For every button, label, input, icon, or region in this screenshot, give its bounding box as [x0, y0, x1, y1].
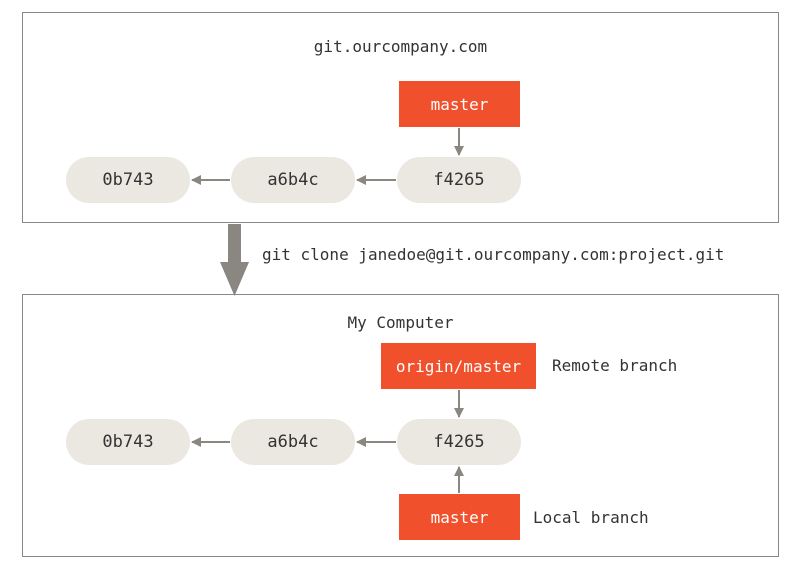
clone-command: git clone janedoe@git.ourcompany.com:pro… — [262, 245, 725, 264]
server-master-branch: master — [399, 81, 520, 127]
clone-down-arrow — [220, 224, 249, 296]
local-commit-0b743: 0b743 — [66, 419, 190, 465]
remote-branch-origin-master: origin/master — [381, 343, 536, 389]
server-commit-a6b4c: a6b4c — [231, 157, 355, 203]
local-commit-a6b4c: a6b4c — [231, 419, 355, 465]
server-commit-f4265: f4265 — [397, 157, 521, 203]
local-branch-label: Local branch — [533, 508, 649, 527]
local-commit-f4265: f4265 — [397, 419, 521, 465]
server-commit-0b743: 0b743 — [66, 157, 190, 203]
local-master-branch: master — [399, 494, 520, 540]
remote-branch-label: Remote branch — [552, 356, 678, 375]
local-repo-title: My Computer — [347, 313, 454, 332]
server-repo-title: git.ourcompany.com — [313, 37, 488, 56]
